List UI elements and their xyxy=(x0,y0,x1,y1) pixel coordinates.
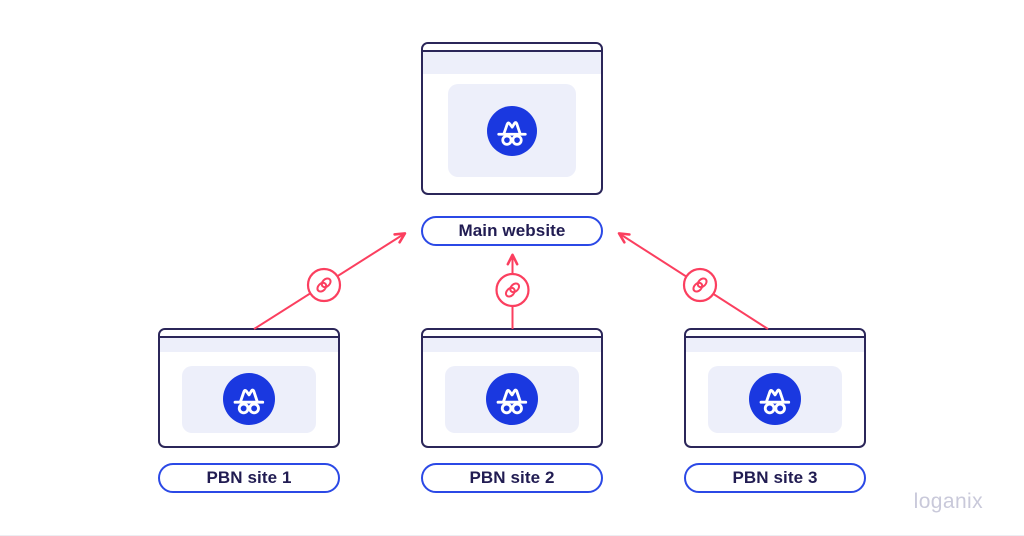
loganix-logo: loganix xyxy=(913,490,983,513)
incognito-icon xyxy=(233,388,265,415)
content-placeholder xyxy=(708,365,842,433)
pbn-site-1-label: PBN site 1 xyxy=(158,463,340,493)
pbn-site-3-label: PBN site 3 xyxy=(684,463,866,493)
link-icon xyxy=(316,277,332,293)
pbn-site-1-window xyxy=(158,328,340,448)
pbn-site-3-label-text: PBN site 3 xyxy=(732,468,818,487)
content-placeholder xyxy=(448,84,576,177)
window-content xyxy=(423,352,601,446)
pbn-site-2-label: PBN site 2 xyxy=(421,463,603,493)
window-content xyxy=(160,352,338,446)
pbn-site-1-label-text: PBN site 1 xyxy=(206,468,292,487)
pbn-site-3-window xyxy=(684,328,866,448)
window-toolbar xyxy=(423,52,601,74)
incognito-badge xyxy=(749,373,801,425)
main-website-window xyxy=(421,42,603,195)
pbn-site-2-label-text: PBN site 2 xyxy=(469,468,555,487)
backlink-arrow-3 xyxy=(617,232,769,330)
window-titlebar xyxy=(160,330,338,338)
link-badge xyxy=(495,272,530,308)
link-icon xyxy=(692,277,708,293)
link-icon xyxy=(504,282,521,298)
link-badge xyxy=(682,267,718,303)
window-toolbar xyxy=(160,338,338,352)
window-toolbar xyxy=(423,338,601,352)
window-content xyxy=(423,74,601,193)
window-titlebar xyxy=(423,330,601,338)
incognito-badge xyxy=(486,373,538,425)
window-toolbar xyxy=(686,338,864,352)
incognito-icon xyxy=(496,388,528,415)
link-badge xyxy=(306,267,342,303)
window-titlebar xyxy=(423,44,601,52)
main-website-label: Main website xyxy=(421,216,603,246)
backlink-arrow-1 xyxy=(253,232,407,330)
backlink-arrow-2 xyxy=(495,253,530,329)
incognito-icon xyxy=(497,120,527,146)
pbn-site-2-window xyxy=(421,328,603,448)
content-placeholder xyxy=(182,365,316,433)
incognito-badge xyxy=(487,105,537,156)
content-placeholder xyxy=(445,365,579,433)
window-titlebar xyxy=(686,330,864,338)
incognito-icon xyxy=(759,388,791,415)
incognito-badge xyxy=(223,373,275,425)
window-content xyxy=(686,352,864,446)
main-website-label-text: Main website xyxy=(458,221,566,240)
